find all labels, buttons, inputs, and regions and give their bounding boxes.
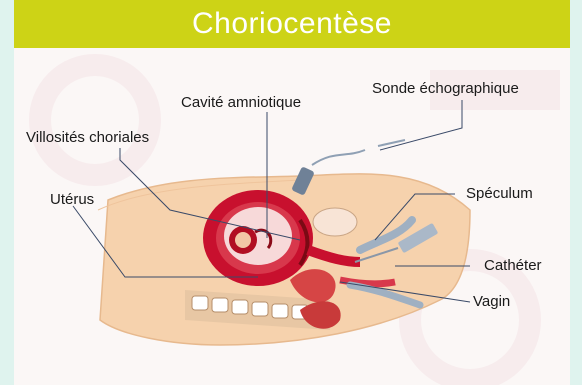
label-catheter: Cathéter [484, 257, 542, 274]
label-cavite-amniotique: Cavité amniotique [181, 94, 301, 111]
label-vagin: Vagin [473, 293, 510, 310]
label-sonde-echographique: Sonde échographique [372, 80, 519, 97]
label-uterus: Utérus [50, 191, 94, 208]
label-speculum: Spéculum [466, 185, 533, 202]
label-villosites-choriales: Villosités choriales [26, 129, 149, 146]
bladder [313, 208, 357, 236]
